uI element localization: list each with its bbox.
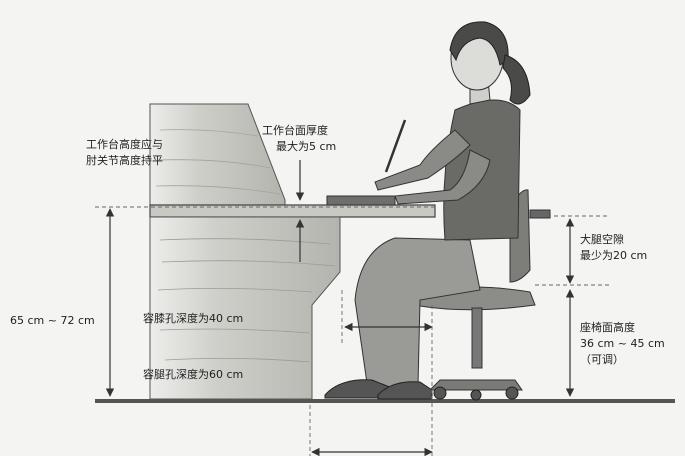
knee-depth-label: 容膝孔深度为40 cm xyxy=(143,311,243,326)
thigh-clearance-label-line2: 最少为20 cm xyxy=(580,248,647,263)
paper-on-desk xyxy=(327,196,395,205)
floor-line xyxy=(95,399,675,403)
workbench-height-note-line2: 肘关节高度持平 xyxy=(86,153,163,168)
workbench-height-note-line1: 工作台高度应与 xyxy=(86,137,163,152)
seat-height-label-line2: 36 cm ~ 45 cm xyxy=(580,336,665,351)
thigh-clearance-label-line1: 大腿空隙 xyxy=(580,232,624,247)
table-height-label: 65 cm ~ 72 cm xyxy=(10,313,95,328)
seat-height-label-line1: 座椅面高度 xyxy=(580,320,635,335)
desktop-thickness-label-line2: 最大为5 cm xyxy=(276,139,336,154)
desktop-thickness-label-line1: 工作台面厚度 xyxy=(262,123,328,138)
seat-height-label-line3: （可调） xyxy=(580,352,624,367)
leg-depth-label: 容腿孔深度为60 cm xyxy=(143,367,243,382)
